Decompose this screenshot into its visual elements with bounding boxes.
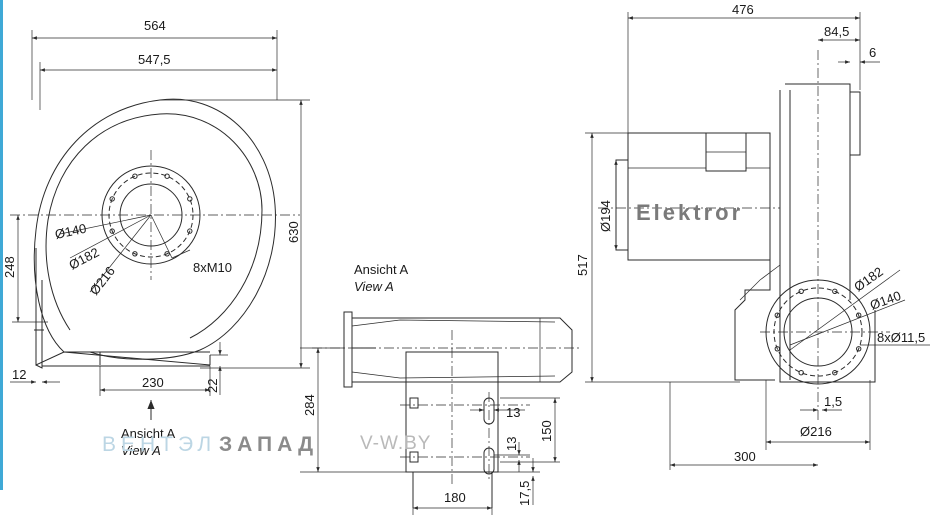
label-side-d216: Ø216	[800, 424, 832, 439]
view-a-title-de: Ansicht A	[354, 262, 409, 277]
side-bolt-hole	[856, 312, 862, 318]
label-d216: Ø216	[87, 264, 118, 298]
arrow-title-de: Ansicht A	[121, 426, 176, 441]
side-housing-lip	[850, 91, 861, 156]
view-a-feet	[412, 472, 493, 508]
front-bolt-hole	[187, 196, 193, 202]
front-bolt-hole	[109, 228, 115, 234]
label-630: 630	[286, 221, 301, 243]
view-a-housing	[351, 317, 573, 383]
front-housing-inner	[45, 113, 263, 339]
leader-d140	[59, 214, 152, 235]
front-bolt-hole	[109, 196, 115, 202]
arrow-title-en: View A	[121, 443, 161, 458]
label-1-5: 1,5	[824, 394, 842, 409]
label-13a: 13	[506, 405, 520, 420]
side-bolt-hole	[856, 346, 862, 352]
label-84-5: 84,5	[824, 24, 849, 39]
side-motor-cap	[615, 159, 629, 251]
label-side-d182: Ø182	[851, 264, 886, 295]
leader-side-d140	[789, 299, 906, 346]
view-a-dimensions	[300, 347, 560, 515]
label-d194: Ø194	[598, 200, 613, 232]
brand-text: Elektror	[636, 200, 743, 225]
front-bolt-hole	[164, 251, 170, 257]
label-248: 248	[2, 256, 17, 278]
front-bolt-holes	[109, 173, 193, 257]
side-bolt-holes	[774, 288, 862, 376]
front-bolt-hole	[187, 228, 193, 234]
leader-bolts	[171, 249, 191, 259]
side-bolt-hole	[832, 288, 838, 294]
front-bolt-hole	[132, 173, 138, 179]
view-a-housing-edges	[351, 319, 556, 379]
leader-d182	[69, 214, 152, 259]
leader-bolts-center	[150, 214, 173, 259]
side-view	[598, 50, 930, 420]
label-284: 284	[302, 394, 317, 416]
label-6: 6	[869, 45, 876, 60]
side-base-rib	[739, 264, 781, 301]
label-13b: 13	[504, 437, 519, 451]
side-motor-body	[627, 132, 771, 261]
label-22: 22	[205, 379, 220, 393]
front-bolt-hole	[164, 173, 170, 179]
view-a-flange	[343, 311, 353, 388]
side-bolt-hole	[774, 346, 780, 352]
side-bolt-hole	[774, 312, 780, 318]
side-bolt-hole	[798, 370, 804, 376]
side-base-frame	[734, 255, 775, 381]
label-564: 564	[144, 18, 166, 33]
leader-side-d182	[789, 269, 901, 351]
side-housing	[779, 83, 876, 383]
view-a-hole-ul	[409, 397, 419, 409]
front-view	[10, 98, 300, 369]
left-accent-bar	[0, 0, 3, 490]
side-bolt-hole	[832, 370, 838, 376]
front-bolt-hole	[132, 251, 138, 257]
watermark-part2: ЗАПАД	[219, 433, 319, 456]
front-outlet	[34, 248, 211, 369]
front-dimensions	[10, 30, 310, 420]
label-side-d140: Ø140	[868, 288, 903, 313]
view-a	[312, 311, 580, 508]
label-bolts: 8xM10	[193, 260, 232, 275]
label-d182: Ø182	[66, 244, 101, 272]
label-d140: Ø140	[54, 221, 88, 242]
leader-d216	[89, 214, 152, 293]
side-dimensions	[585, 12, 880, 470]
label-150: 150	[539, 420, 554, 442]
watermark-part1: ВЕНТЭЛ	[102, 433, 217, 456]
label-17-5: 17,5	[517, 481, 532, 506]
label-12: 12	[12, 367, 26, 382]
watermark-part3: V-W.BY	[360, 433, 432, 454]
label-180: 180	[444, 490, 466, 505]
side-bolt-hole	[798, 288, 804, 294]
label-476: 476	[732, 2, 754, 17]
label-side-holes: 8xØ11,5	[877, 330, 925, 345]
view-a-title-en: View A	[354, 279, 394, 294]
front-housing-outline	[33, 98, 276, 360]
label-517: 517	[575, 254, 590, 276]
label-300: 300	[734, 449, 756, 464]
label-230: 230	[142, 375, 164, 390]
label-547-5: 547,5	[138, 52, 171, 67]
